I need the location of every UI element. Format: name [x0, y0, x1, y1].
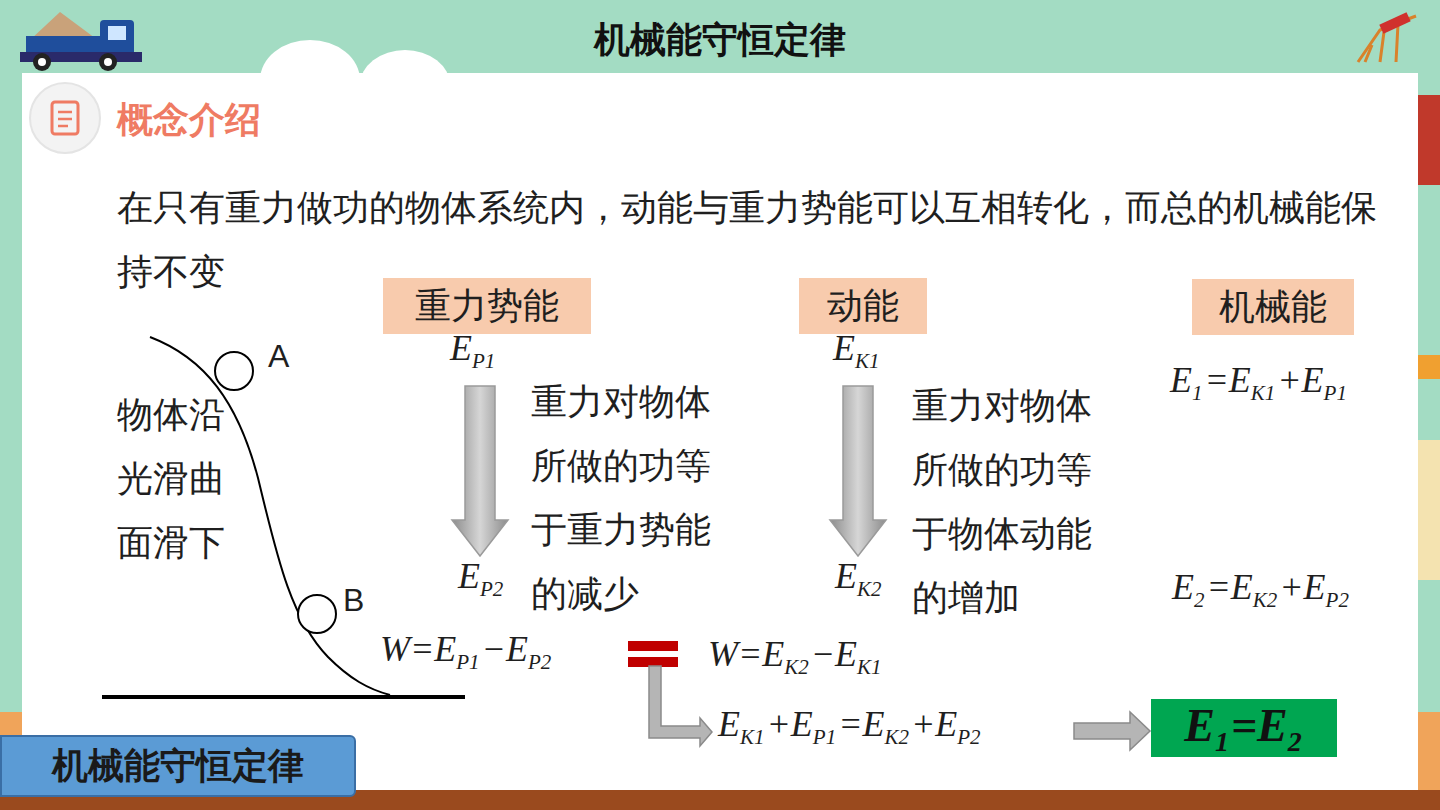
formula-part: =E: [1231, 700, 1288, 751]
coaster-icon: [1358, 12, 1416, 62]
formula-part: E: [1184, 700, 1215, 751]
formula: EK1+EP1=EK2+EP2: [718, 702, 983, 759]
formula: EP1: [450, 326, 497, 383]
formula-part: K1: [1251, 381, 1276, 405]
formula-part: K1: [857, 655, 882, 679]
formula-part: +E: [911, 704, 957, 744]
banner: 机械能守恒定律: [0, 735, 356, 797]
note-text: 物体沿光滑曲面滑下: [117, 383, 236, 575]
formula-part: E: [1170, 360, 1192, 400]
formula-part: E: [718, 704, 740, 744]
note-text: 重力对物体所做的功等于物体动能的增加: [912, 374, 1103, 630]
slide-title: 机械能守恒定律: [0, 14, 1440, 66]
formula-part: P1: [813, 725, 836, 749]
formula-part: P1: [456, 650, 479, 674]
formula-part: E: [1172, 567, 1194, 607]
formula-part: 2: [1288, 726, 1302, 757]
formula: EK2: [835, 554, 884, 611]
section-heading: 概念介绍: [117, 94, 261, 146]
concept-box: 动能: [799, 278, 927, 334]
formula-part: =E: [838, 704, 884, 744]
truck-icon: [20, 12, 142, 71]
formula-part: E: [458, 556, 480, 596]
formula-part: P2: [957, 725, 980, 749]
formula-part: E: [833, 328, 855, 368]
formula: EK1: [833, 326, 882, 383]
formula-part: P2: [1326, 588, 1349, 612]
formula-part: W=E: [380, 629, 456, 669]
note-text: 重力对物体所做的功等于重力势能的减少: [531, 370, 722, 626]
formula-part: =E: [1205, 360, 1251, 400]
box-text: 动能: [827, 282, 899, 331]
formula-part: K2: [784, 655, 809, 679]
formula-part: K2: [884, 725, 909, 749]
formula: W=EP1−EP2: [380, 627, 553, 684]
formula-part: +E: [767, 704, 813, 744]
box-text: 机械能守恒定律: [52, 742, 304, 791]
box-text: 重力势能: [415, 282, 559, 331]
formula-part: 2: [1194, 588, 1205, 612]
formula-part: −E: [482, 629, 528, 669]
box-text: 机械能: [1219, 283, 1327, 332]
formula-part: P2: [480, 577, 503, 601]
formula-part: =E: [1207, 567, 1253, 607]
formula-part: P1: [472, 349, 495, 373]
formula-part: P2: [528, 650, 551, 674]
formula-part: K2: [1253, 588, 1278, 612]
point-label: A: [268, 334, 289, 378]
concept-box: 重力势能: [383, 278, 591, 334]
formula-part: +E: [1279, 567, 1325, 607]
formula-part: 1: [1215, 726, 1229, 757]
formula-part: K1: [855, 349, 880, 373]
formula-part: +E: [1277, 360, 1323, 400]
formula: E1=EK1+EP1: [1170, 358, 1349, 415]
formula-part: −E: [811, 634, 857, 674]
formula-part: K2: [857, 577, 882, 601]
formula-part: W=E: [708, 634, 784, 674]
point-label: B: [343, 578, 364, 622]
formula: EP2: [458, 554, 505, 611]
slope-illustration: [102, 337, 465, 697]
formula-part: P1: [1324, 381, 1347, 405]
result-box: E1=E2: [1151, 699, 1337, 757]
formula-part: 1: [1192, 381, 1203, 405]
note-text: 在只有重力做功的物体系统内，动能与重力势能可以互相转化，而总的机械能保持不变: [117, 176, 1379, 304]
formula-part: E: [835, 556, 857, 596]
formula: W=EK2−EK1: [708, 632, 884, 689]
formula-part: K1: [740, 725, 765, 749]
concept-box: 机械能: [1192, 279, 1354, 335]
formula: E1=E2: [1184, 699, 1304, 758]
formula-part: E: [450, 328, 472, 368]
formula: E2=EK2+EP2: [1172, 565, 1351, 622]
